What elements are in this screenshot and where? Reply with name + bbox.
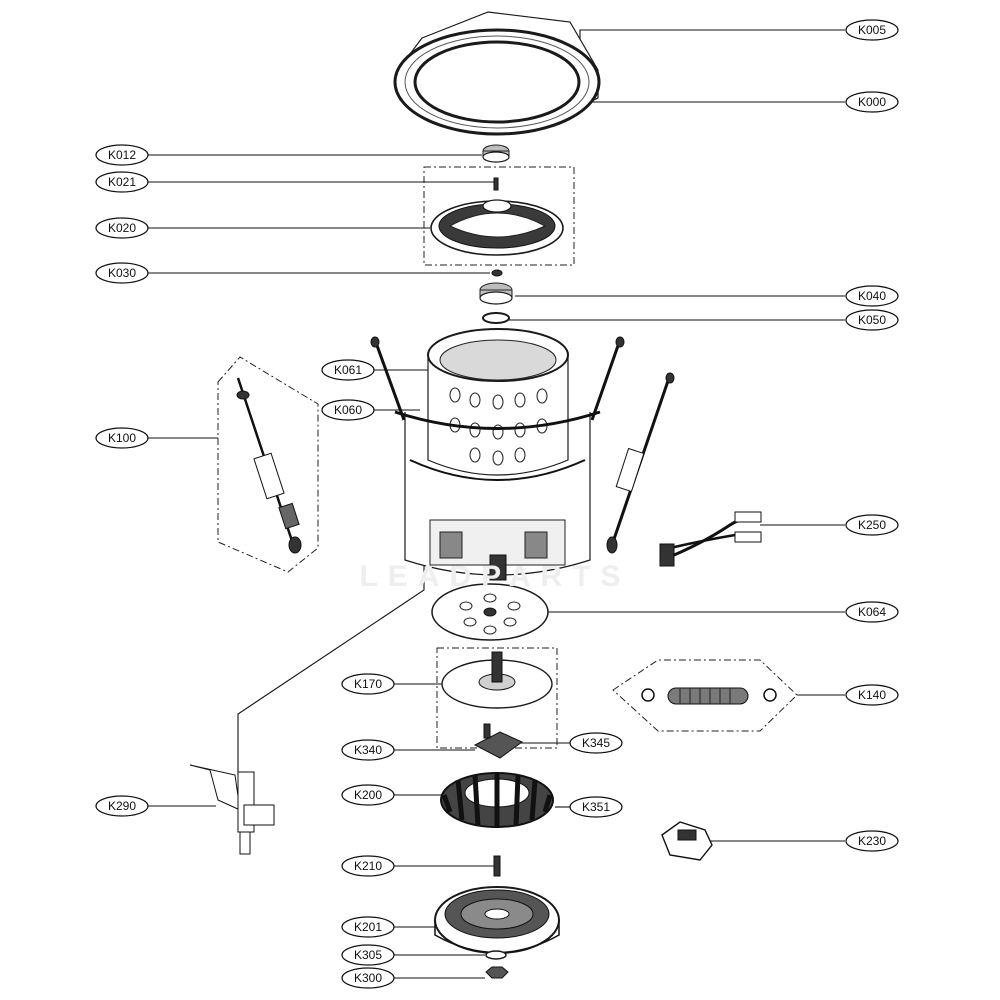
bushing-k012: [482, 144, 510, 163]
label-k030-text: K030: [108, 266, 136, 280]
leader-lines: [148, 29, 845, 979]
label-k170[interactable]: K170: [341, 673, 395, 695]
washer-k030: [491, 269, 503, 277]
label-k201-text: K201: [354, 920, 382, 934]
label-k050-text: K050: [858, 313, 886, 327]
label-k290[interactable]: K290: [95, 795, 149, 817]
washer-k305: [485, 950, 507, 960]
label-k351-text: K351: [582, 800, 610, 814]
label-k021[interactable]: K021: [95, 171, 149, 193]
label-k345[interactable]: K345: [569, 732, 623, 754]
label-k060-text: K060: [334, 403, 362, 417]
label-k305[interactable]: K305: [341, 944, 395, 966]
label-k020-text: K020: [108, 221, 136, 235]
group-outline-pulsator: [423, 166, 575, 266]
label-k250[interactable]: K250: [845, 514, 899, 536]
label-k012-text: K012: [108, 148, 136, 162]
label-k100-text: K100: [108, 431, 136, 445]
sensor-k230: [661, 821, 713, 861]
label-k064-text: K064: [858, 605, 886, 619]
label-k201[interactable]: K201: [341, 916, 395, 938]
disc-k064: [431, 583, 549, 641]
label-k230[interactable]: K230: [845, 830, 899, 852]
label-k005-text: K005: [858, 23, 886, 37]
label-k200[interactable]: K200: [341, 784, 395, 806]
bolt-k021: [493, 177, 499, 191]
bracket-k290: [189, 764, 275, 855]
label-k210-text: K210: [354, 859, 382, 873]
label-k230-text: K230: [858, 834, 886, 848]
label-k061-text: K061: [334, 363, 362, 377]
drain-hose-k140: [641, 687, 777, 705]
label-pills: K005 K000 K012 K021 K020 K030 K040 K050 …: [95, 19, 899, 989]
label-k040-text: K040: [858, 289, 886, 303]
label-k060[interactable]: K060: [321, 399, 375, 421]
sensor-k340: [473, 723, 523, 759]
label-k000[interactable]: K000: [845, 91, 899, 113]
ring-k050: [482, 312, 510, 324]
label-k012[interactable]: K012: [95, 144, 149, 166]
label-k020[interactable]: K020: [95, 217, 149, 239]
label-k040[interactable]: K040: [845, 285, 899, 307]
label-k050[interactable]: K050: [845, 309, 899, 331]
label-k300[interactable]: K300: [341, 967, 395, 989]
tub-cover-ring: [393, 11, 601, 136]
label-k290-text: K290: [108, 799, 136, 813]
damper-rod-k100: [236, 377, 302, 554]
bolt-k210: [493, 855, 501, 877]
nut-k300: [485, 966, 509, 979]
stator-k200: [440, 772, 554, 828]
wire-harness-k250: [659, 511, 762, 567]
label-k200-text: K200: [354, 788, 382, 802]
label-k340-text: K340: [354, 743, 382, 757]
rotor-k201: [434, 886, 560, 954]
label-k000-text: K000: [858, 95, 886, 109]
nut-k040: [479, 282, 513, 305]
label-k210[interactable]: K210: [341, 855, 395, 877]
suspension-rods-tub: [370, 336, 675, 554]
label-k064[interactable]: K064: [845, 601, 899, 623]
group-outline-hose: [612, 659, 798, 732]
tub-drum-assembly: [394, 328, 601, 581]
label-k351[interactable]: K351: [569, 796, 623, 818]
label-k030[interactable]: K030: [95, 262, 149, 284]
label-k100[interactable]: K100: [95, 427, 149, 449]
watermark-text: LEADPARTS: [359, 560, 630, 593]
label-k170-text: K170: [354, 677, 382, 691]
leader-k290-long: [237, 560, 425, 775]
label-k250-text: K250: [858, 518, 886, 532]
label-k140[interactable]: K140: [845, 684, 899, 706]
leader-k005: [579, 29, 845, 58]
label-k061[interactable]: K061: [321, 359, 375, 381]
label-k305-text: K305: [354, 948, 382, 962]
label-k340[interactable]: K340: [341, 739, 395, 761]
label-k140-text: K140: [858, 688, 886, 702]
label-k300-text: K300: [354, 971, 382, 985]
group-outline-damper-left: [217, 356, 319, 573]
pulsator-k020: [430, 199, 564, 256]
label-k005[interactable]: K005: [845, 19, 899, 41]
bearing-housing-k170: [441, 651, 553, 709]
label-k345-text: K345: [582, 736, 610, 750]
label-k021-text: K021: [108, 175, 136, 189]
